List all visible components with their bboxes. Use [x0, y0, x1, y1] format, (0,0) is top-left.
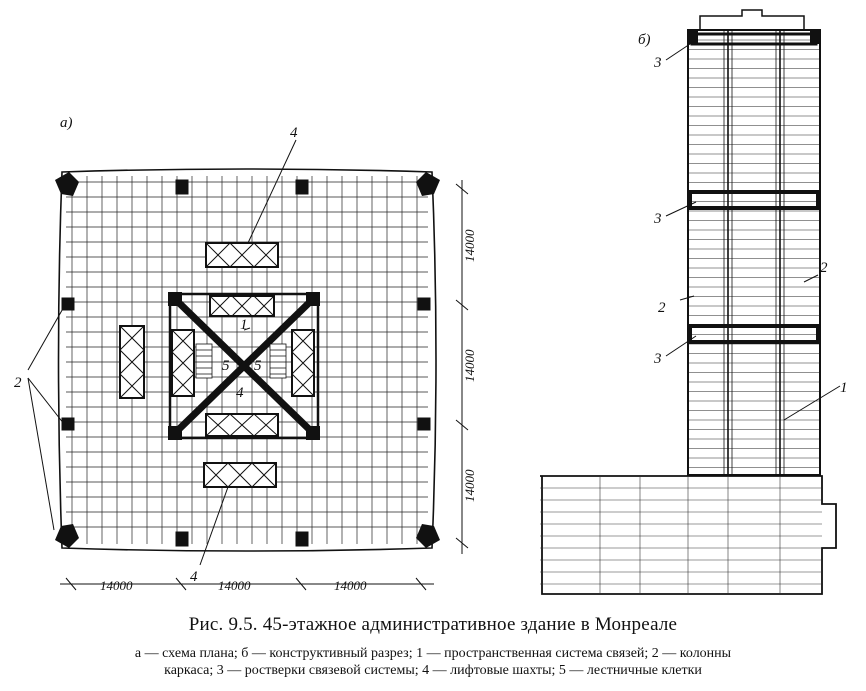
corner-column-nw: [55, 172, 79, 196]
column: [175, 531, 189, 547]
corner-column-ne: [416, 172, 440, 196]
perimeter-columns: [61, 179, 431, 547]
callout-1-section: 1: [840, 380, 848, 396]
corner-column-se: [416, 524, 440, 548]
stair-west: [195, 343, 213, 379]
callout-4-core: 4: [236, 385, 244, 401]
callout-3-top: 3: [653, 55, 662, 71]
column: [175, 179, 189, 195]
elevator-shaft-south: [203, 462, 277, 488]
callout-3-middle: 3: [653, 211, 662, 227]
dim-h-1: 14000: [100, 578, 133, 593]
column: [295, 179, 309, 195]
floor-plan: а): [14, 115, 477, 593]
column: [61, 297, 75, 311]
dimension-horizontal: [60, 577, 434, 591]
elevator-shafts: [119, 242, 315, 488]
dim-v-2: 14000: [462, 349, 477, 382]
truss-middle: [688, 190, 820, 210]
truss-lower: [688, 324, 820, 344]
panel-a-label: а): [60, 115, 73, 131]
plan-leaders: [27, 139, 297, 566]
callout-1-plan: 1: [240, 317, 248, 333]
elevator-shaft-core-south: [205, 413, 279, 437]
callout-2-plan: 2: [14, 375, 22, 391]
elevator-shaft-core-west: [171, 329, 195, 397]
dimension-vertical: [455, 180, 469, 554]
elevator-shaft-west: [119, 325, 145, 399]
callout-5-east: 5: [254, 358, 262, 374]
callout-4-bottom: 4: [190, 569, 198, 585]
tower-outline: [687, 29, 821, 476]
figure-caption-legend-line1: а — схема плана; б — конструктивный разр…: [134, 646, 732, 661]
truss-top: [690, 32, 818, 46]
callout-4-top: 4: [290, 125, 298, 141]
corner-column-sw: [55, 524, 79, 548]
penthouse: [699, 9, 805, 30]
truss-nodes: [688, 30, 820, 44]
section-leaders: [665, 39, 841, 421]
corner-columns: [55, 172, 440, 548]
dim-h-2: 14000: [218, 578, 251, 593]
dim-h-3: 14000: [334, 578, 367, 593]
column: [417, 297, 431, 311]
column: [61, 417, 75, 431]
stair-east: [269, 343, 287, 379]
figure-caption-legend-line2: каркаса; 3 — ростверки связевой системы;…: [164, 663, 702, 678]
callout-5-west: 5: [222, 358, 230, 374]
figure-caption-title: Рис. 9.5. 45-этажное административное зд…: [188, 614, 678, 635]
callout-2-left: 2: [658, 300, 666, 316]
core-brace-2: [171, 295, 317, 437]
tower-columns: [727, 30, 781, 475]
elevator-shaft-core-east: [291, 329, 315, 397]
elevator-shaft-north: [205, 242, 279, 268]
callout-3-lower: 3: [653, 351, 662, 367]
dim-v-1: 14000: [462, 229, 477, 262]
outrigger-trusses: [688, 32, 820, 344]
tower-brace: [723, 30, 785, 475]
elevator-shaft-core-north: [209, 295, 275, 317]
panel-b-label: б): [638, 32, 651, 48]
callout-2-right: 2: [820, 260, 828, 276]
structural-section: б): [540, 9, 848, 595]
podium: [540, 475, 837, 595]
plan-outline: [57, 168, 437, 552]
tower-floors: [688, 39, 820, 468]
column: [417, 417, 431, 431]
dim-v-3: 14000: [462, 469, 477, 502]
column: [295, 531, 309, 547]
central-core: [168, 292, 320, 440]
